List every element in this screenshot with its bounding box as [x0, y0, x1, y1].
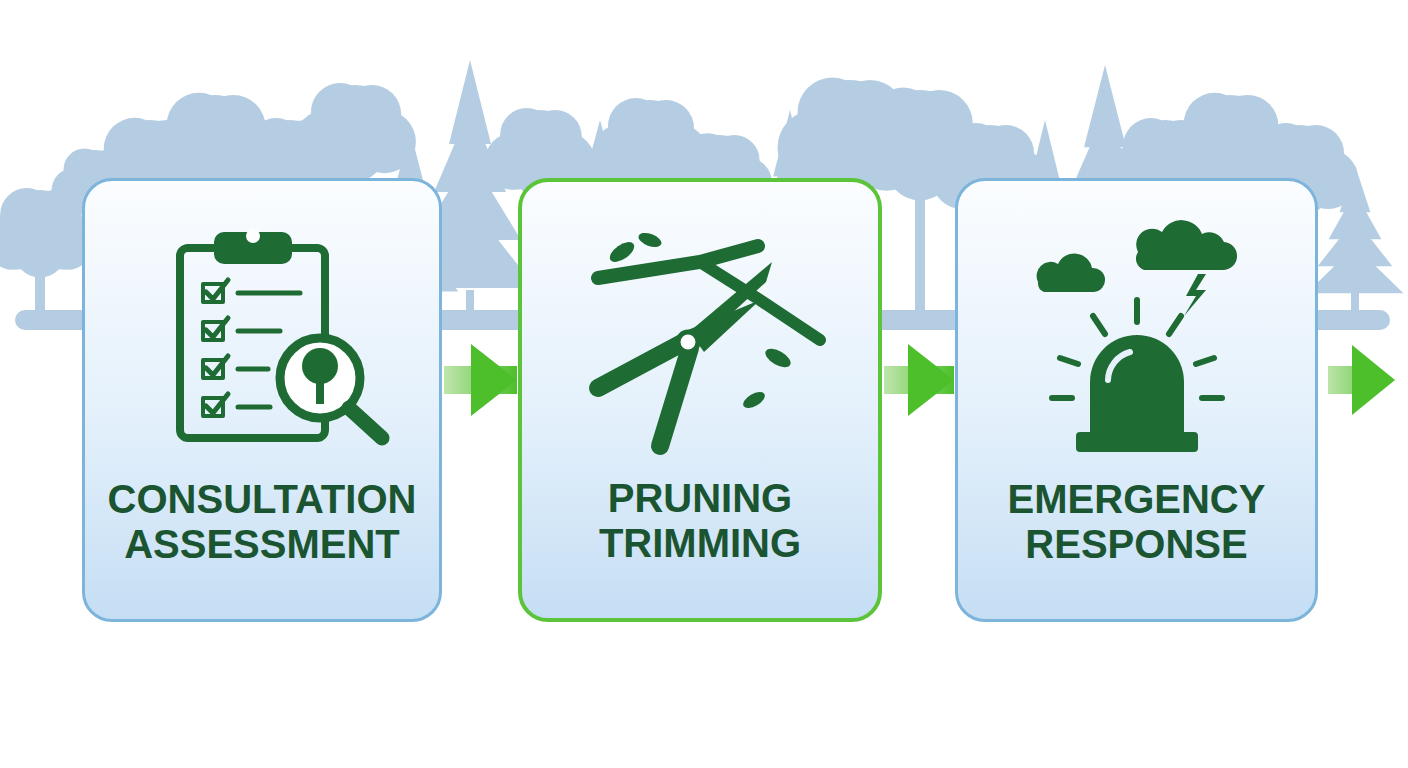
clipboard-icon [180, 229, 382, 438]
tree-silhouette [1307, 165, 1404, 315]
flow-arrow [884, 366, 954, 394]
step-label: EMERGENCY RESPONSE [972, 477, 1301, 567]
service-step-box: CONSULTATION ASSESSMENT [82, 178, 442, 622]
service-step-box: PRUNING TRIMMING [518, 178, 882, 622]
siren-icon [1037, 220, 1237, 452]
trailing-arrow [1328, 345, 1395, 415]
step-label: CONSULTATION ASSESSMENT [99, 477, 425, 567]
shears-icon [598, 230, 820, 446]
service-step-box: EMERGENCY RESPONSE [955, 178, 1318, 622]
flow-arrow [444, 366, 517, 394]
step-label: PRUNING TRIMMING [536, 476, 864, 566]
